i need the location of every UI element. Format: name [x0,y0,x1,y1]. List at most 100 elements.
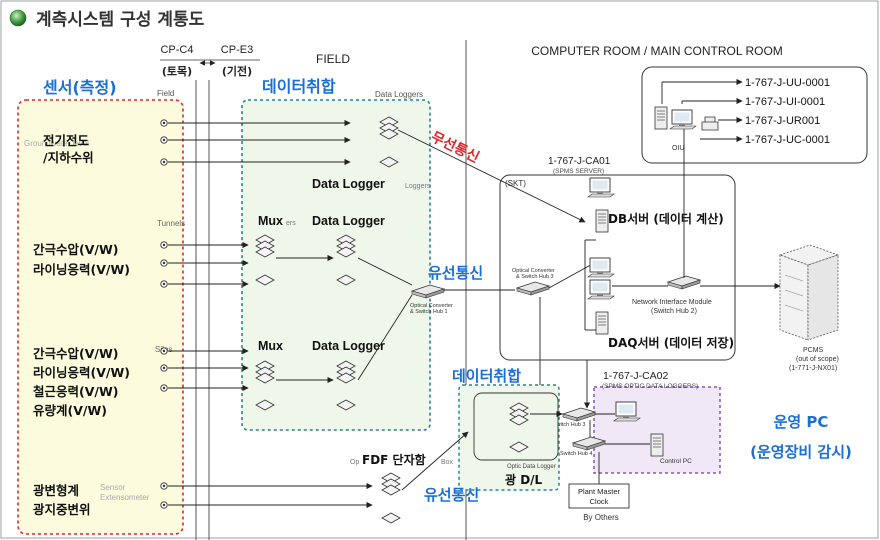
db-server-pc-icon [587,177,615,198]
daq-server-pc-icon [587,279,615,300]
converter-1-label-line2: & Switch Hub 1 [410,309,448,315]
ca02-code: 1-767-J-CA02 [603,370,669,382]
sensor-label-lining-stress-1: 라이닝응력(V/W) [33,262,130,277]
sensor-label-pore-pressure-1: 간극수압(V/W) [33,242,118,257]
title-bullet-icon [9,9,27,27]
sensor-connection-lines [168,119,373,509]
computer-room-header: COMPUTER ROOM / MAIN CONTROL ROOM [531,44,783,58]
data-logger-label-1: Data Logger [312,177,385,191]
field-header: FIELD [316,52,350,66]
oiu-terminal-lines [661,78,743,143]
sensor-label-groundwater: /지하수위 [43,150,94,165]
ca02-sub: (SPMS OPTIC DATA LOGGERS) [602,383,698,390]
faint-groundwater-label: Groundwater level [24,139,89,148]
data-logger-label-2: Data Logger [312,214,385,228]
operation-pc-label: 운영 PC [774,413,829,431]
wireless-skt-label: (SKT) [505,179,526,188]
converter-to-server-link [548,261,597,289]
cp-e3-label: CP-E3 [221,44,253,56]
control-pc-monitor-icon [613,401,641,422]
optic-logger-inner-box [473,392,559,461]
loggers-faint-label: Loggers [405,183,431,190]
oiu-terminal-ui: 1-767-J-UI-0001 [745,96,825,108]
clock-label-line2: Clock [590,497,609,506]
pcms-sub: (out of scope) [796,356,839,363]
plant-master-clock-box [568,483,630,509]
sensor-group-box [17,99,184,535]
data-acquisition-title: 데이터취합 [262,77,336,96]
sensor-box-title: 센서(측정) [43,78,117,97]
pcms-label: PCMS [803,347,824,354]
clock-by-others: By Others [583,513,619,522]
sensor-label-pore-pressure-2: 간극수압(V/W) [33,346,118,361]
oiu-printer-icon [701,116,719,131]
daq-server-label: DAQ서버 (데이터 저장) [608,335,734,350]
sensor-label-flowmeter: 유량계(V/W) [33,403,107,418]
ca01-code: 1-767-J-CA01 [548,156,611,167]
oiu-box [641,66,868,164]
sensor-label-optical-displacement: 광지중변위 [33,502,91,517]
ca01-sub: (SPMS SERVER) [553,168,604,175]
clock-label-line1: Plant Master [578,487,621,496]
converter-1-label-line1: Optical Converter [410,303,453,309]
switch-pc-icon [587,257,615,278]
diagram-title: 계측시스템 구성 계통도 [36,10,205,30]
sensor-label-lining-stress-2: 라이닝응력(V/W) [33,365,130,380]
oiu-terminal-ur: 1-767-J-UR001 [745,115,820,127]
nim-label-line2: (Switch Hub 2) [651,308,697,315]
wireless-link-arrow [397,129,586,223]
faint-sensor-label: Sensor [100,483,126,492]
operation-pc-sub: (운영장비 감시) [750,443,852,461]
fdf-faint-prefix: Op [350,459,359,466]
pcms-code: (1-771-J-NX01) [789,365,837,372]
optical-converter-3-icon [516,281,550,296]
fdf-label: FDF 단자함 [362,452,426,467]
db-server-label: DB서버 (데이터 계산) [608,211,724,226]
sensor-label-rebar-stress: 철근응력(V/W) [33,384,118,399]
sensor-label-optical-strain: 광변형계 [33,483,79,498]
data-acquisition-box [241,99,431,431]
cp-c4-sub: (토목) [162,65,192,78]
optic-dl-label: 광 D/L [505,472,543,487]
cp-e3-sub: (기전) [222,64,252,78]
data-loggers-sublabel: Data Loggers [375,90,423,99]
fdf-to-optic-link [401,431,469,491]
server-internal-links [584,109,781,331]
sensor-label-conductivity: 전기전도 [43,133,90,148]
server-room-box [499,174,736,361]
optic-data-acquisition-box [458,384,560,491]
optic-data-logger-label: Optic Data Logger [507,464,556,470]
oiu-terminal-uu: 1-767-J-UU-0001 [745,77,830,89]
ca02-box [593,386,721,474]
wired-comm-label-1: 유선통신 [428,264,483,282]
cp-c4-label: CP-C4 [160,44,193,56]
logger-to-converter-lines [357,257,413,381]
oiu-tower-icon [654,106,668,130]
converter-3-label-line2: & Switch Hub 3 [516,274,554,280]
switch-hub-3-label: Switch Hub 3 [553,422,585,428]
switch-hub-3-icon [562,407,596,422]
oiu-pc-icon [669,109,697,130]
nim-label-line1: Network Interface Module [632,299,712,306]
ca02-links [583,360,650,445]
mux-label-3: Mux [258,339,283,353]
fdf-stack-icon [381,472,401,524]
mux-faint-label: ers [286,220,296,227]
oiu-terminal-uc: 1-767-J-UC-0001 [745,134,830,146]
daq-server-tower-icon [595,311,609,335]
oiu-label: OIU [672,145,684,152]
data-logger-label-3: Data Logger [312,339,385,353]
wireless-label: 무선통신 [428,129,481,166]
fdf-faint-label: Box [441,459,454,466]
optic-acquisition-title: 데이터취합 [452,367,521,385]
pcms-rack-icon [778,244,840,341]
tunnels-sublabel: Tunnels [157,219,185,228]
control-pc-tower-icon [650,433,664,457]
switch-hub-4-label: Switch Hub 4 [560,451,592,457]
converter-3-label-line1: Optical Converter [512,268,555,274]
field-sublabel: Field [157,89,174,98]
faint-extensometer-label: Extensometer [100,493,150,502]
